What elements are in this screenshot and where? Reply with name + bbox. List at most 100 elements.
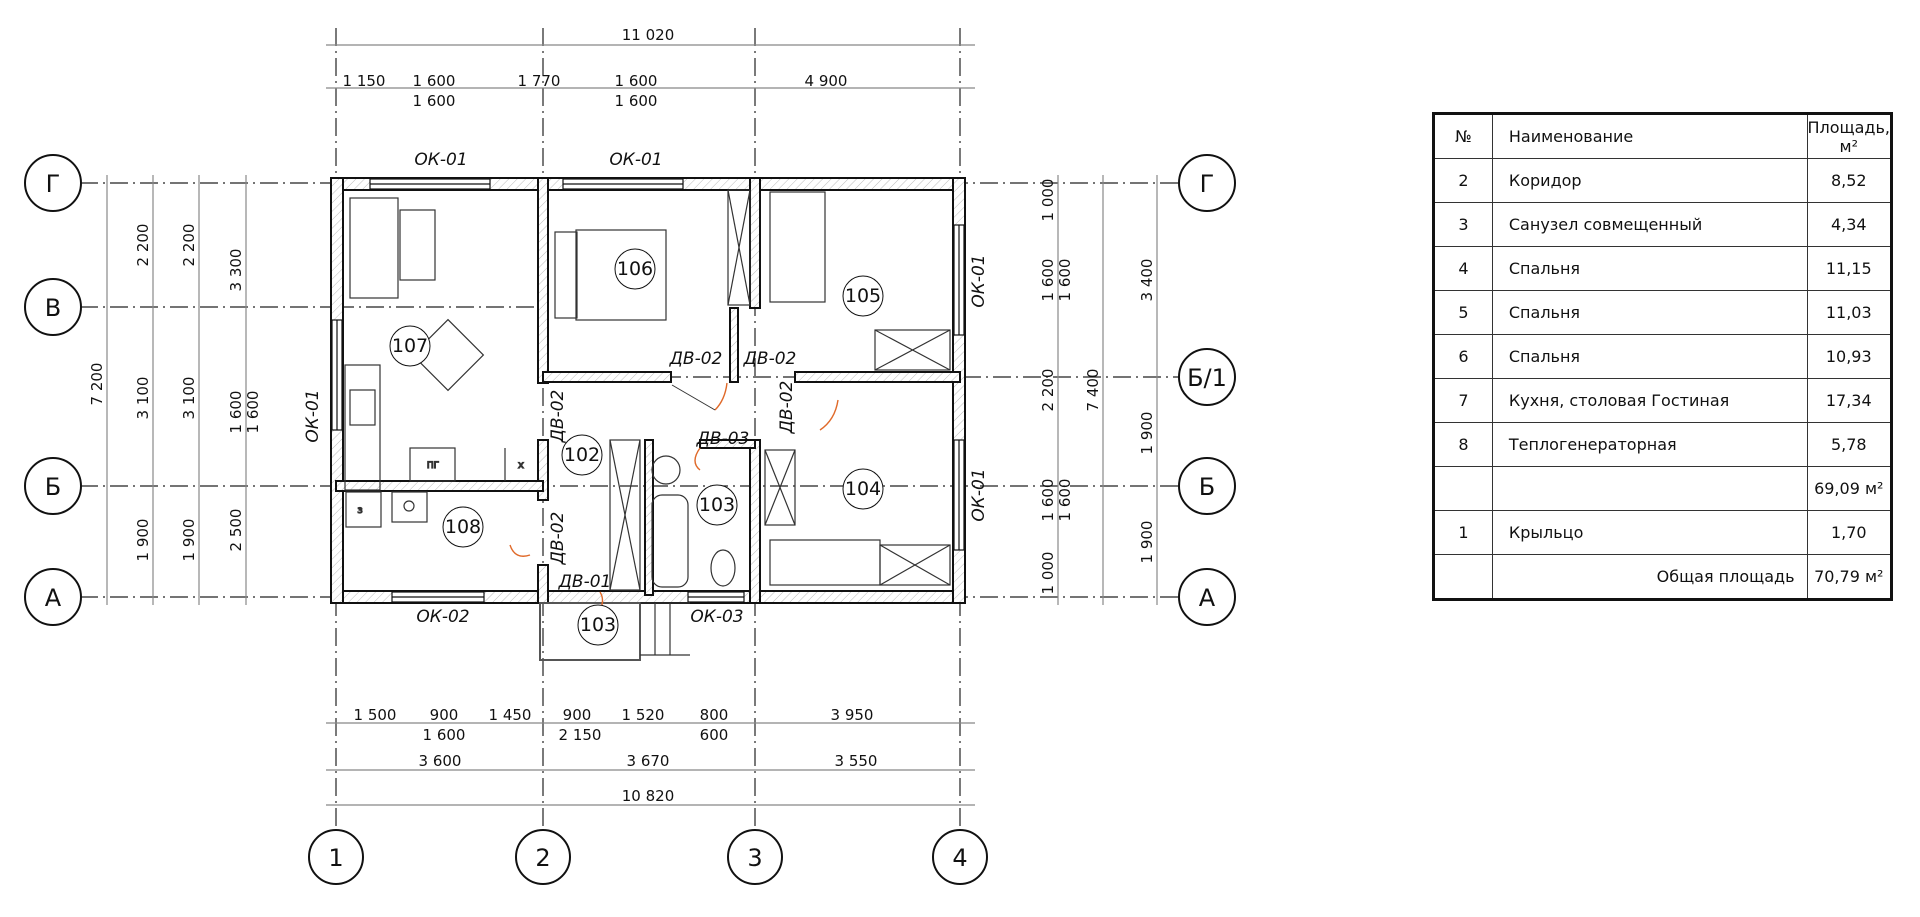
svg-text:3 300: 3 300: [227, 249, 245, 292]
svg-text:1 600: 1 600: [1039, 479, 1057, 522]
svg-text:ДВ-01: ДВ-01: [558, 572, 612, 592]
svg-text:1 600: 1 600: [227, 391, 245, 434]
axis-markers: 1 2 3 4 Г В Б А Г Б/1 Б А: [24, 154, 1236, 885]
svg-text:108: 108: [445, 516, 481, 538]
svg-text:7 200: 7 200: [88, 363, 106, 406]
porch-steps: [640, 602, 690, 656]
dimensions-left: 7 200 2 200 3 100 1 900 2 200 3 100 1 90…: [88, 175, 262, 605]
svg-text:ОК-01: ОК-01: [609, 150, 662, 170]
svg-text:ПГ: ПГ: [427, 461, 439, 471]
svg-text:106: 106: [617, 258, 653, 280]
svg-text:1: 1: [328, 844, 343, 872]
svg-text:1 000: 1 000: [1039, 552, 1057, 595]
svg-text:1 600: 1 600: [1056, 259, 1074, 302]
svg-text:3 550: 3 550: [835, 752, 878, 770]
svg-text:ОК-03: ОК-03: [690, 607, 743, 627]
svg-text:2: 2: [535, 844, 550, 872]
svg-text:3 670: 3 670: [627, 752, 670, 770]
svg-text:11 020: 11 020: [622, 26, 675, 44]
svg-text:ОК-01: ОК-01: [303, 389, 323, 442]
svg-text:4: 4: [952, 844, 967, 872]
svg-text:1 600: 1 600: [1039, 259, 1057, 302]
svg-text:ОК-02: ОК-02: [416, 607, 469, 627]
svg-text:1 900: 1 900: [134, 519, 152, 562]
header-area: Площадь, м²: [1806, 113, 1892, 159]
svg-text:900: 900: [563, 706, 592, 724]
svg-text:ДВ-03: ДВ-03: [696, 429, 750, 449]
svg-text:ДВ-02: ДВ-02: [777, 381, 797, 435]
svg-text:102: 102: [564, 444, 600, 466]
furniture: ПГ х з: [344, 189, 951, 591]
porch: [539, 602, 641, 661]
svg-text:1 600: 1 600: [615, 72, 658, 90]
svg-text:Г: Г: [1200, 170, 1215, 198]
svg-text:7 400: 7 400: [1084, 369, 1102, 412]
svg-text:х: х: [518, 460, 524, 471]
svg-text:2 200: 2 200: [180, 224, 198, 267]
svg-text:ДВ-02: ДВ-02: [548, 512, 568, 566]
dimensions-bottom: 1 500 900 1 450 900 1 520 800 3 950 1 60…: [326, 706, 975, 806]
windows: [331, 178, 965, 603]
svg-text:103: 103: [699, 494, 735, 516]
element-tags: ОК-01 ОК-01 ОК-02 ОК-03 ОК-01 ОК-01 ОК-0…: [303, 150, 989, 627]
svg-text:ДВ-02: ДВ-02: [669, 349, 723, 369]
svg-text:800: 800: [700, 706, 729, 724]
svg-text:103: 103: [580, 614, 616, 636]
svg-text:Г: Г: [46, 170, 61, 198]
svg-text:1 770: 1 770: [518, 72, 561, 90]
svg-text:3 600: 3 600: [419, 752, 462, 770]
svg-text:з: з: [357, 505, 362, 516]
svg-text:Б/1: Б/1: [1187, 364, 1227, 392]
svg-text:1 900: 1 900: [1138, 412, 1156, 455]
subtotal-row: 69,09 м²: [1433, 466, 1892, 511]
svg-text:3: 3: [747, 844, 762, 872]
svg-text:1 500: 1 500: [354, 706, 397, 724]
svg-text:ДВ-02: ДВ-02: [548, 390, 568, 444]
svg-text:1 450: 1 450: [489, 706, 532, 724]
svg-text:1 600: 1 600: [423, 726, 466, 744]
floor-plan: 1 2 3 4 Г В Б А Г Б/1 Б А 11 020 1 150 1…: [24, 26, 1236, 885]
svg-text:А: А: [45, 584, 62, 612]
room-markers: 107 106 105 102 103 104 108 103: [389, 248, 884, 646]
walls: [330, 177, 966, 604]
svg-text:3 100: 3 100: [180, 377, 198, 420]
svg-text:600: 600: [700, 726, 729, 744]
svg-text:1 600: 1 600: [1056, 479, 1074, 522]
svg-text:Б: Б: [45, 473, 61, 501]
dimensions-right: 1 000 1 600 1 600 2 200 1 600 1 600 1 00…: [1039, 175, 1158, 605]
svg-text:2 200: 2 200: [1039, 369, 1057, 412]
svg-text:ОК-01: ОК-01: [969, 254, 989, 307]
svg-text:3 400: 3 400: [1138, 259, 1156, 302]
dimensions-top: 11 020 1 150 1 600 1 600 1 770 1 600 1 6…: [326, 26, 975, 110]
svg-text:1 600: 1 600: [615, 92, 658, 110]
svg-text:10 820: 10 820: [622, 787, 675, 805]
svg-text:3 100: 3 100: [134, 377, 152, 420]
doors: [509, 382, 839, 611]
svg-text:1 600: 1 600: [244, 391, 262, 434]
svg-text:2 500: 2 500: [227, 509, 245, 552]
svg-text:В: В: [45, 294, 61, 322]
svg-text:1 000: 1 000: [1039, 179, 1057, 222]
svg-text:105: 105: [845, 285, 881, 307]
svg-text:107: 107: [392, 335, 428, 357]
svg-text:1 900: 1 900: [1138, 521, 1156, 564]
header-name: Наименование: [1491, 113, 1808, 159]
svg-text:1 150: 1 150: [343, 72, 386, 90]
svg-text:А: А: [1199, 584, 1216, 612]
svg-text:ОК-01: ОК-01: [414, 150, 467, 170]
header-no: №: [1433, 113, 1493, 159]
svg-text:1 900: 1 900: [180, 519, 198, 562]
svg-text:1 520: 1 520: [622, 706, 665, 724]
svg-text:ОК-01: ОК-01: [969, 468, 989, 521]
svg-text:900: 900: [430, 706, 459, 724]
